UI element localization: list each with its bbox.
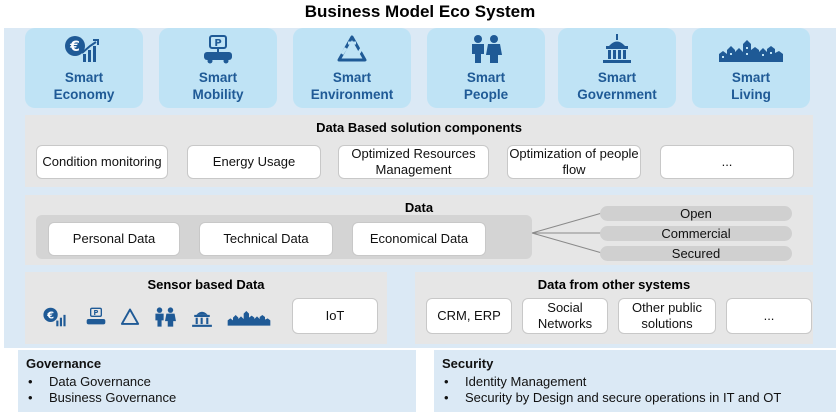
system-box: ... — [726, 298, 812, 334]
data-type-label: Personal Data — [72, 231, 156, 246]
tile-line1: Smart — [466, 70, 506, 85]
component-box: ... — [660, 145, 794, 179]
government-building-icon — [192, 311, 212, 327]
governance-title: Governance — [26, 356, 102, 371]
tile-line2: Economy — [53, 87, 115, 102]
people-icon — [155, 307, 176, 327]
security-title: Security — [442, 356, 494, 371]
tile-line1: Smart — [731, 70, 771, 85]
system-label: Social Networks — [537, 300, 593, 331]
system-box: CRM, ERP — [426, 298, 512, 334]
system-label: Other public solutions — [631, 300, 703, 331]
data-type-box: Technical Data — [199, 222, 333, 256]
component-box: Optimized Resources Management — [338, 145, 489, 179]
data-panel-title: Data — [404, 200, 434, 215]
smart-government-tile: Smart Government — [558, 28, 676, 108]
system-label: CRM, ERP — [437, 308, 501, 323]
parking-car-icon: P — [159, 34, 277, 64]
tile-line1: Smart — [332, 70, 372, 85]
security-item: Security by Design and secure operations… — [442, 390, 828, 406]
tile-line2: Environment — [310, 87, 394, 102]
tile-line2: Government — [577, 87, 657, 102]
security-list: Identity Management Security by Design a… — [442, 374, 828, 406]
parking-car-icon: P — [86, 307, 106, 325]
security-item: Identity Management — [442, 374, 828, 390]
category-open-pill: Open — [600, 206, 792, 221]
tile-line1: Smart — [597, 70, 637, 85]
tile-line1: Smart — [64, 70, 104, 85]
governance-item: Data Governance — [26, 374, 408, 390]
svg-text:P: P — [94, 309, 99, 317]
component-label: ... — [721, 154, 733, 169]
sensor-data-title: Sensor based Data — [147, 277, 265, 292]
iot-label: IoT — [325, 308, 345, 323]
data-type-label: Technical Data — [223, 231, 309, 246]
system-box: Other public solutions — [618, 298, 716, 334]
svg-text:€: € — [69, 39, 80, 55]
data-type-label: Economical Data — [369, 231, 469, 246]
solution-components-title: Data Based solution components — [316, 120, 522, 135]
smart-living-tile: Smart Living — [692, 28, 810, 108]
smart-mobility-tile: P Smart Mobility — [159, 28, 277, 108]
data-type-box: Economical Data — [352, 222, 486, 256]
category-secured-pill: Secured — [600, 246, 792, 261]
system-label: ... — [763, 308, 775, 323]
smart-people-tile: Smart People — [427, 28, 545, 108]
euro-growth-icon: € — [43, 307, 66, 327]
smart-economy-tile: € Smart Economy — [25, 28, 143, 108]
data-type-box: Personal Data — [48, 222, 180, 256]
recycle-icon — [293, 34, 411, 64]
category-commercial-pill: Commercial — [600, 226, 792, 241]
government-building-icon — [558, 34, 676, 64]
tile-line2: People — [463, 87, 509, 102]
tile-line1: Smart — [198, 70, 238, 85]
component-label: Energy Usage — [212, 154, 296, 169]
svg-text:€: € — [46, 310, 54, 321]
component-box: Energy Usage — [187, 145, 321, 179]
component-box: Optimization of people flow — [507, 145, 641, 179]
governance-list: Data Governance Business Governance — [26, 374, 408, 406]
city-skyline-icon — [692, 34, 810, 64]
iot-box: IoT — [292, 298, 378, 334]
sensor-icon-row: € P — [42, 306, 272, 328]
svg-text:P: P — [214, 38, 221, 49]
component-label: Optimization of people flow — [509, 146, 639, 177]
component-box: Condition monitoring — [36, 145, 168, 179]
diagram-title: Business Model Eco System — [304, 2, 536, 21]
people-icon — [427, 34, 545, 64]
recycle-icon — [120, 308, 140, 325]
system-box: Social Networks — [522, 298, 608, 334]
component-label: Optimized Resources Management — [351, 146, 476, 177]
component-label: Condition monitoring — [42, 154, 162, 169]
city-skyline-icon — [227, 311, 271, 326]
euro-growth-icon: € — [25, 34, 143, 64]
governance-item: Business Governance — [26, 390, 408, 406]
governance-section: Governance Data Governance Business Gove… — [18, 350, 416, 412]
security-section: Security Identity Management Security by… — [434, 350, 836, 412]
smart-environment-tile: Smart Environment — [293, 28, 411, 108]
data-category-connectors — [531, 212, 603, 254]
other-systems-title: Data from other systems — [537, 277, 691, 292]
tile-line2: Living — [731, 87, 771, 102]
tile-line2: Mobility — [192, 87, 244, 102]
